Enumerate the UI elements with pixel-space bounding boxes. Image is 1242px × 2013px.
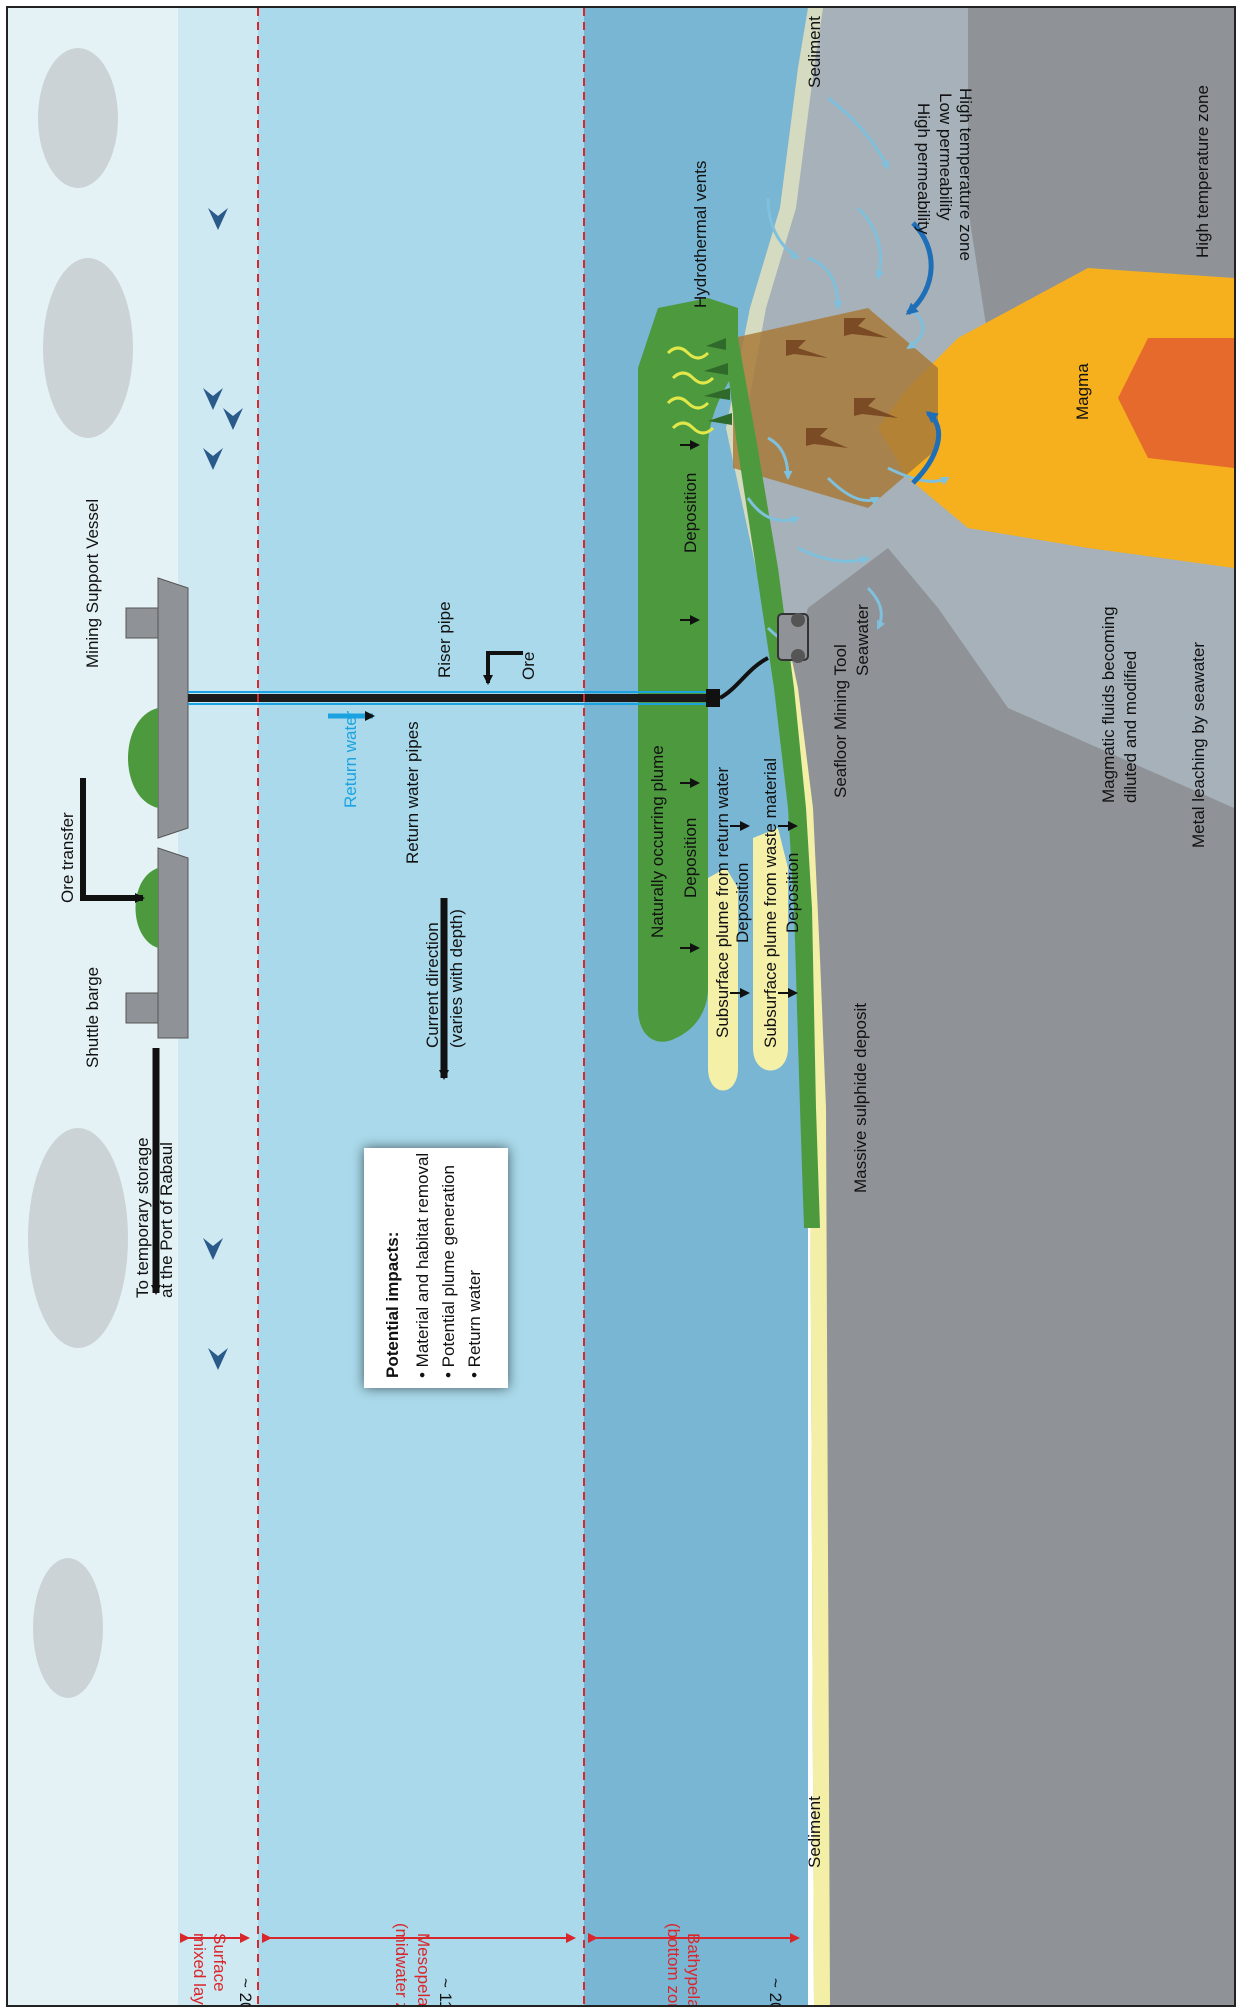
to-storage-label-2: at the Port of Rabaul — [157, 1142, 176, 1298]
ore-label: Ore — [519, 652, 538, 680]
ore-transfer-arrow — [80, 778, 145, 903]
massive-sulphide-label: Massive sulphide deposit — [851, 1003, 870, 1193]
magmatic-fluids-label-2: diluted and modified — [1121, 651, 1140, 803]
flexible-hose — [718, 656, 769, 700]
magmatic-fluid-arrow-lower — [911, 411, 942, 485]
impacts-heading: Potential impacts: — [383, 1232, 402, 1378]
vessel-ore-pile — [128, 708, 158, 808]
barge-cabin — [125, 992, 159, 1024]
layer-label-mesopelagic: Mesopelagic layer — [414, 1933, 433, 2005]
deposition-arrows — [680, 440, 798, 998]
hydrothermal-vents-label: Hydrothermal vents — [691, 161, 710, 308]
metal-leaching-label: Metal leaching by seawater — [1189, 642, 1208, 848]
return-water-label: Return water — [341, 710, 360, 808]
high-permeability-label: High permeability — [914, 103, 933, 235]
fish-group — [203, 208, 243, 1370]
deposition-label-1: Deposition — [681, 473, 700, 553]
layer-label-mesopelagic-2: (midwater zone) — [392, 1923, 411, 2005]
surface-layer-band — [178, 8, 258, 2005]
shuttle-barge-label: Shuttle barge — [83, 967, 102, 1068]
vent-plumes — [666, 346, 715, 435]
high-temp-zone-label-2: High temperature zone — [1193, 85, 1212, 258]
plume-return-water — [708, 868, 738, 1091]
layer-label-surface-2: mixed layer — [190, 1933, 209, 2005]
sediment-label-bottom: Sediment — [805, 1796, 824, 1868]
current-direction-label-1: Current direction — [423, 922, 442, 1048]
deposition-label-2: Deposition — [681, 818, 700, 898]
vessel-hull — [157, 577, 189, 839]
diagram-frame: Shuttle barge Ore transfer Mining Suppor… — [6, 6, 1236, 2007]
deep-sea-mining-diagram: Shuttle barge Ore transfer Mining Suppor… — [8, 8, 1234, 2005]
impacts-box — [364, 1148, 508, 1388]
clouds — [28, 48, 133, 1698]
magmatic-fluids-label-1: Magmatic fluids becoming — [1099, 606, 1118, 803]
magma-chamber — [1118, 338, 1234, 468]
plume-return-label: Subsurface plume from return water — [713, 766, 732, 1038]
pipe-foot — [706, 689, 720, 707]
layer-label-bathypelagic: Bathypelagic layer — [684, 1933, 703, 2005]
mesopelagic-layer-band — [258, 8, 584, 2005]
natural-plume-label: Naturally occurring plume — [648, 745, 667, 938]
deposition-label-4: Deposition — [783, 853, 802, 933]
vessel-bridge — [125, 607, 159, 639]
seafloor-mining-tool — [777, 613, 809, 663]
current-direction-label-2: (varies with depth) — [447, 909, 466, 1048]
depth-label-mesopelagic: ~ 1100 m — [436, 1978, 455, 2005]
riser-pipe — [188, 694, 708, 702]
magma-label: Magma — [1073, 363, 1092, 420]
return-water-pipes-label: Return water pipes — [403, 721, 422, 864]
layer-label-surface: Surface — [210, 1933, 229, 1992]
upflow-arrows — [786, 318, 898, 448]
high-temperature-zone — [878, 268, 1234, 568]
natural-plume — [638, 298, 738, 1042]
seawater-label: Seawater — [853, 604, 872, 676]
impacts-item-2: • Potential plume generation — [439, 1165, 458, 1378]
magmatic-fluid-arrow-upper — [905, 221, 934, 315]
high-temp-zone-label: High temperature zone — [956, 88, 975, 261]
layer-label-bathypelagic-2: (bottom zone) — [664, 1923, 683, 2005]
riser-pipe-label: Riser pipe — [435, 601, 454, 678]
vessel-label: Mining Support Vessel — [83, 499, 102, 668]
depth-label-bathypelagic: ~ 200 m — [766, 1978, 785, 2005]
barge-ore-pile — [135, 868, 158, 948]
depth-label-surface: ~ 200 m — [236, 1978, 255, 2005]
shuttle-barge-hull — [157, 847, 189, 1039]
impacts-item-3: • Return water — [465, 1270, 484, 1378]
deposition-label-3: Deposition — [733, 863, 752, 943]
plume-waste-label: Subsurface plume from waste material — [761, 758, 780, 1048]
ore-arrow — [483, 651, 523, 685]
plume-waste-material — [753, 828, 788, 1071]
impacts-item-1: • Material and habitat removal — [413, 1153, 432, 1378]
massive-sulphide-deposit — [724, 338, 820, 1228]
sediment-label-top: Sediment — [805, 16, 824, 88]
seafloor-tool-label: Seafloor Mining Tool — [831, 644, 850, 798]
ore-transfer-label: Ore transfer — [58, 812, 77, 903]
to-storage-label-1: To temporary storage — [133, 1137, 152, 1298]
low-permeability-label: Low permeability — [936, 93, 955, 221]
vent-chimneys — [704, 338, 732, 425]
